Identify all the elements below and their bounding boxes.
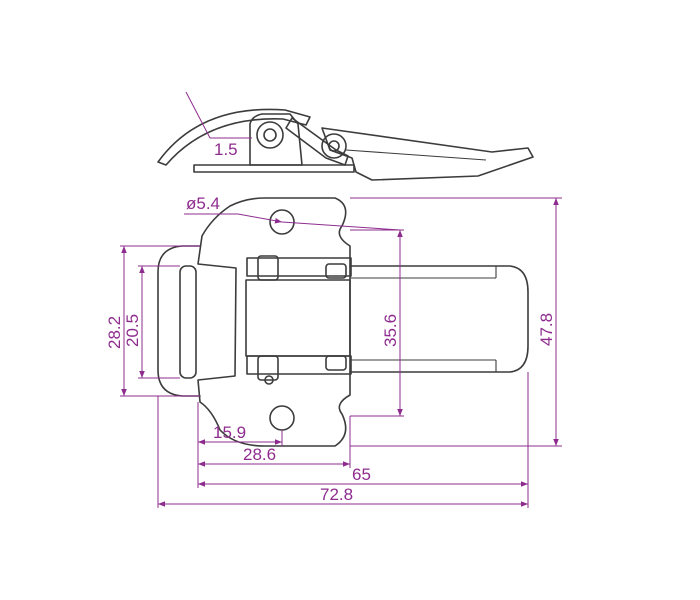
- center-plate: [245, 279, 351, 357]
- dim-length-label: 65: [352, 465, 371, 484]
- lever-link: [285, 117, 349, 166]
- handle: [321, 127, 534, 181]
- wire-loop-inner: [179, 265, 197, 379]
- lower-arm: [246, 355, 352, 375]
- dimension-lines: [120, 91, 562, 508]
- dim-base-width-label: 28.6: [243, 445, 276, 464]
- base-plate: [193, 164, 355, 173]
- top-view: [157, 197, 529, 447]
- dim-overall-length-label: 72.8: [320, 485, 353, 504]
- dim-hole-offset-label: 15.9: [213, 423, 246, 442]
- dim-thickness-label: 1.5: [214, 140, 238, 159]
- link-outer-circle: [321, 133, 347, 159]
- link-pin-upper: [325, 263, 347, 279]
- dim-loop-outer-label: 28.2: [105, 316, 124, 349]
- side-view: [157, 108, 534, 181]
- dim-body-height-label: 35.6: [381, 314, 400, 347]
- dim-hole-diameter-label: ø5.4: [186, 194, 220, 213]
- dim-overall-height-label: 47.8: [537, 313, 556, 346]
- wire-loop-outer: [157, 245, 201, 397]
- handle-top: [349, 265, 529, 373]
- pivot-outer-circle: [256, 121, 284, 149]
- curved-strike-plate: [157, 108, 311, 166]
- pivot-pin: [263, 128, 277, 142]
- hinge-rivet-lower: [264, 375, 274, 385]
- link-pin-lower: [325, 355, 347, 371]
- dim-loop-inner-label: 20.5: [123, 314, 142, 347]
- handle-fold-line: [345, 149, 487, 161]
- mounting-hole-bottom: [269, 405, 295, 431]
- latch-body-plate: [197, 197, 351, 447]
- upper-arm: [246, 257, 352, 277]
- mounting-hole-top: [269, 209, 295, 235]
